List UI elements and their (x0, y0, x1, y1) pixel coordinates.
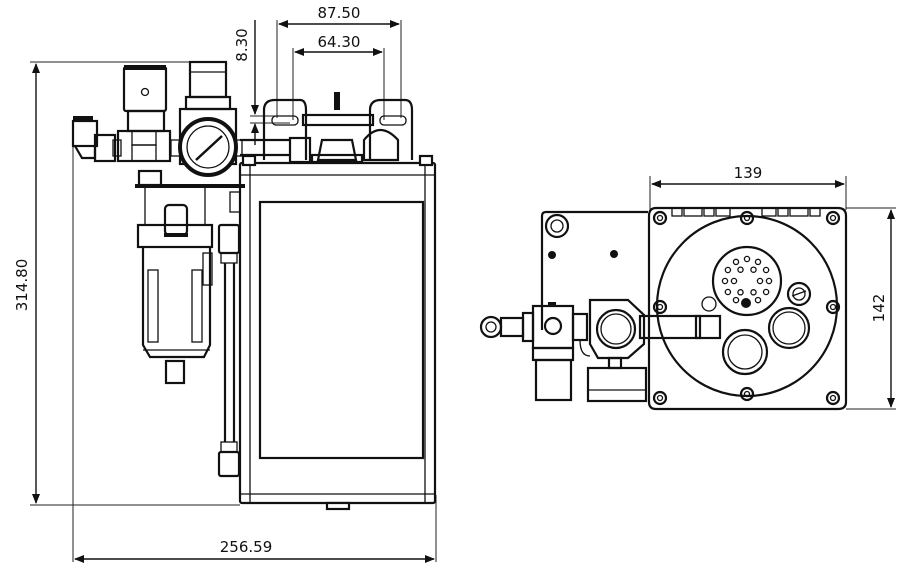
dimension-label-top-outer-span: 87.50 (318, 4, 361, 22)
dimension-label-side-height: 142 (870, 294, 888, 323)
connector-pin (754, 296, 762, 304)
pressure-switch (479, 298, 648, 403)
connector-pin (724, 288, 732, 296)
pressure-gauge (178, 117, 238, 177)
electrical-connector (701, 245, 783, 317)
connector-pin (750, 289, 757, 296)
dimension-top-outer-span: 87.50 (276, 4, 402, 118)
top-fittings (240, 92, 414, 164)
pump-flange (647, 206, 848, 411)
dimension-label-side-width: 139 (734, 164, 763, 182)
connector-pin (756, 277, 764, 285)
air-filter (135, 169, 245, 385)
dimension-overall-height: 314.80 (13, 61, 240, 506)
connector-pin (737, 266, 744, 273)
connector-pin (765, 277, 773, 285)
connector-pin (732, 258, 740, 266)
connector-pins (721, 255, 773, 307)
connector-pin (730, 277, 738, 285)
elbow-fitting (71, 116, 122, 163)
solenoid-valve (116, 65, 172, 163)
dimension-top-offset: 8.30 (233, 20, 290, 145)
dimension-label-overall-height: 314.80 (13, 259, 31, 312)
connector-pin (721, 277, 729, 285)
side-ports (721, 281, 812, 376)
front-view: 314.80 256.59 87.50 64.30 (13, 4, 437, 563)
dimension-overall-width: 256.59 (72, 140, 437, 563)
outlet-pipe (638, 314, 722, 340)
connector-pin (737, 289, 744, 296)
dimension-side-width: 139 (649, 164, 847, 210)
dimension-top-inner-span: 64.30 (292, 33, 385, 120)
side-view: 139 142 (479, 164, 896, 411)
dimension-side-height: 142 (846, 207, 896, 410)
mounting-plate (540, 210, 648, 330)
connector-pin (724, 266, 732, 274)
dimension-label-top-inner-span: 64.30 (318, 33, 361, 51)
pressure-regulator (170, 60, 243, 177)
connector-pin (754, 258, 762, 266)
dimension-label-overall-width: 256.59 (220, 538, 273, 556)
connector-pin (762, 288, 770, 296)
connector-pin (750, 266, 757, 273)
level-gauge-tube (217, 223, 241, 478)
tank-body (238, 154, 437, 511)
connector-pin (743, 255, 751, 263)
dimension-label-top-offset: 8.30 (233, 28, 251, 61)
connector-pin (732, 296, 740, 304)
sight-window (258, 200, 425, 460)
connector-pin (762, 266, 770, 274)
